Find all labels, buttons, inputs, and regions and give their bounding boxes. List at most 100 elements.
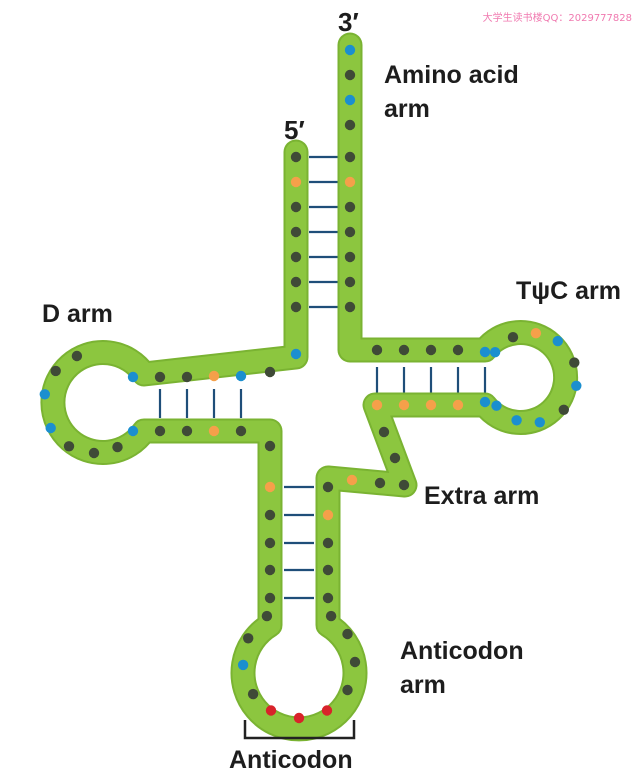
nucleotide-base bbox=[181, 425, 193, 437]
nucleotide-base bbox=[344, 151, 356, 163]
nucleotide-bases bbox=[39, 44, 582, 724]
nucleotide-base bbox=[374, 477, 386, 489]
label-five-prime: 5′ bbox=[284, 115, 305, 145]
label-anticodon-arm-2: arm bbox=[400, 671, 446, 699]
nucleotide-base bbox=[264, 481, 276, 493]
nucleotide-base bbox=[235, 370, 247, 382]
nucleotide-base bbox=[290, 251, 302, 263]
nucleotide-base bbox=[344, 119, 356, 131]
label-anticodon: Anticodon bbox=[229, 746, 353, 774]
nucleotide-base bbox=[293, 712, 305, 724]
nucleotide-base bbox=[425, 399, 437, 411]
nucleotide-base bbox=[322, 481, 334, 493]
nucleotide-base bbox=[398, 479, 410, 491]
nucleotide-base bbox=[264, 366, 276, 378]
label-tpsic-arm: TψC arm bbox=[516, 277, 621, 305]
nucleotide-base bbox=[344, 226, 356, 238]
nucleotide-base bbox=[290, 276, 302, 288]
label-three-prime: 3′ bbox=[338, 7, 359, 37]
nucleotide-base bbox=[344, 69, 356, 81]
label-anticodon-arm-1: Anticodon bbox=[400, 637, 524, 665]
rna-backbone bbox=[40, 32, 579, 742]
nucleotide-base bbox=[63, 441, 75, 452]
nucleotide-base bbox=[344, 176, 356, 188]
nucleotide-base bbox=[371, 399, 383, 411]
nucleotide-base bbox=[349, 656, 361, 668]
nucleotide-base bbox=[344, 94, 356, 106]
nucleotide-base bbox=[344, 201, 356, 213]
nucleotide-base bbox=[127, 371, 139, 383]
nucleotide-base bbox=[290, 151, 302, 163]
nucleotide-base bbox=[398, 344, 410, 356]
nucleotide-base bbox=[127, 425, 139, 437]
nucleotide-base bbox=[208, 370, 220, 382]
nucleotide-base bbox=[344, 276, 356, 288]
nucleotide-base bbox=[322, 564, 334, 576]
nucleotide-base bbox=[571, 380, 582, 391]
nucleotide-base bbox=[507, 332, 519, 343]
nucleotide-base bbox=[344, 251, 356, 263]
nucleotide-base bbox=[237, 659, 249, 671]
label-amino-acid-arm-2: arm bbox=[384, 95, 430, 123]
nucleotide-base bbox=[290, 301, 302, 313]
nucleotide-base bbox=[452, 399, 464, 411]
nucleotide-base bbox=[479, 346, 491, 358]
nucleotide-base bbox=[534, 417, 545, 428]
nucleotide-base bbox=[425, 344, 437, 356]
nucleotide-base bbox=[264, 564, 276, 576]
nucleotide-base bbox=[378, 426, 390, 438]
nucleotide-base bbox=[552, 335, 563, 347]
nucleotide-base bbox=[511, 415, 522, 426]
nucleotide-base bbox=[247, 688, 259, 700]
nucleotide-base bbox=[261, 610, 273, 622]
nucleotide-base bbox=[264, 537, 276, 549]
nucleotide-base bbox=[371, 344, 383, 356]
nucleotide-base bbox=[154, 371, 166, 383]
nucleotide-base bbox=[112, 441, 123, 453]
nucleotide-base bbox=[154, 425, 166, 437]
nucleotide-base bbox=[264, 592, 276, 604]
nucleotide-base bbox=[88, 447, 100, 459]
label-amino-acid-arm-1: Amino acid bbox=[384, 61, 519, 89]
nucleotide-base bbox=[569, 357, 580, 368]
nucleotide-base bbox=[50, 365, 61, 377]
nucleotide-base bbox=[479, 396, 491, 408]
nucleotide-base bbox=[264, 440, 276, 452]
nucleotide-base bbox=[322, 537, 334, 549]
nucleotide-base bbox=[235, 425, 247, 437]
nucleotide-base bbox=[491, 400, 502, 411]
anticodon-bracket bbox=[243, 720, 356, 740]
nucleotide-base bbox=[290, 201, 302, 213]
watermark-text: 大学生读书楼QQ：2029777828 bbox=[483, 11, 632, 24]
nucleotide-base bbox=[290, 348, 302, 360]
nucleotide-base bbox=[452, 344, 464, 356]
label-d-arm: D arm bbox=[42, 300, 113, 328]
nucleotide-base bbox=[321, 705, 333, 716]
nucleotide-base bbox=[322, 592, 334, 604]
nucleotide-base bbox=[344, 44, 356, 56]
nucleotide-base bbox=[346, 474, 358, 486]
nucleotide-base bbox=[322, 509, 334, 521]
nucleotide-base bbox=[558, 404, 569, 415]
nucleotide-base bbox=[264, 509, 276, 521]
nucleotide-base bbox=[530, 328, 542, 339]
nucleotide-base bbox=[208, 425, 220, 437]
nucleotide-base bbox=[290, 226, 302, 238]
nucleotide-base bbox=[325, 610, 337, 622]
base-pair-bonds bbox=[158, 155, 487, 600]
nucleotide-base bbox=[71, 350, 83, 362]
nucleotide-base bbox=[398, 399, 410, 411]
nucleotide-base bbox=[290, 176, 302, 188]
nucleotide-base bbox=[342, 628, 353, 640]
nucleotide-base bbox=[344, 301, 356, 313]
nucleotide-base bbox=[243, 633, 254, 644]
nucleotide-base bbox=[181, 371, 193, 383]
nucleotide-base bbox=[489, 347, 501, 358]
nucleotide-base bbox=[265, 705, 277, 716]
nucleotide-base bbox=[389, 452, 401, 464]
nucleotide-base bbox=[342, 684, 353, 696]
backbone-fill bbox=[42, 34, 577, 740]
nucleotide-base bbox=[39, 389, 50, 400]
backbone-outline bbox=[40, 32, 579, 742]
